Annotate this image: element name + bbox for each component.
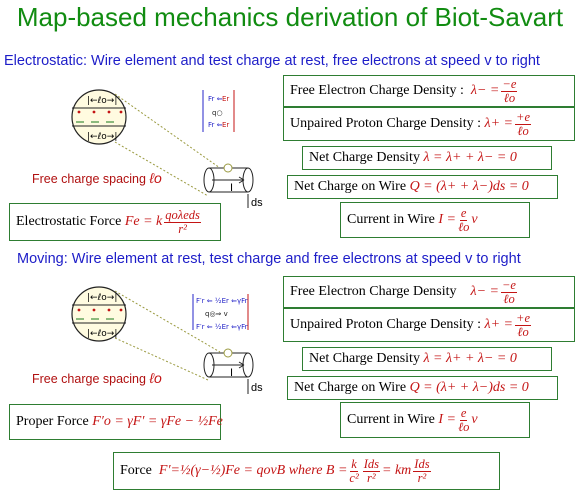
wire-current-label-2: I [230, 367, 234, 379]
svg-text:F′r ⇐ ½Er ⇐γFr: F′r ⇐ ½Er ⇐γFr [196, 297, 248, 305]
net-charge-box-1: Net Charge on Wire Q = (λ+ + λ−)ds = 0 [287, 175, 558, 199]
wire-current-label-1: I [230, 182, 234, 194]
spacing-label-1: Free charge spacing ℓo [32, 170, 162, 186]
svg-text:Er: Er [222, 121, 229, 129]
page-title: Map-based mechanics derivation of Biot-S… [16, 2, 564, 32]
svg-text:F′r ⇐ ½Er ⇐γFr: F′r ⇐ ½Er ⇐γFr [196, 323, 248, 331]
ds-label-1: ds [251, 197, 263, 209]
section1-heading: Electrostatic: Wire element and test cha… [4, 53, 540, 69]
proton-density-box-1: Unpaired Proton Charge Density : λ+ = +e… [283, 107, 575, 141]
section2-heading: Moving: Wire element at rest, test charg… [17, 251, 521, 267]
svg-text:|←ℓo→|: |←ℓo→| [87, 132, 117, 142]
svg-text:|←ℓo→|: |←ℓo→| [87, 329, 117, 339]
svg-text:|←ℓo→|: |←ℓo→| [87, 96, 117, 106]
spacing-label-2: Free charge spacing ℓo [32, 370, 162, 386]
svg-text:q◎⇒ v: q◎⇒ v [205, 310, 228, 318]
proton-density-box-2: Unpaired Proton Charge Density : λ+ = +e… [283, 308, 575, 342]
svg-text:|←ℓo→|: |←ℓo→| [87, 293, 117, 303]
svg-text:Fr ⇐: Fr ⇐ [208, 121, 223, 129]
svg-text:q○: q○ [212, 109, 223, 117]
net-charge-box-2: Net Charge on Wire Q = (λ+ + λ−)ds = 0 [287, 376, 558, 400]
svg-text:Er: Er [222, 95, 229, 103]
section1-diagram: |←ℓo→| |←ℓo→| Fr ⇐Er q○ Fr ⇐Er [71, 89, 254, 208]
section2-diagram: |←ℓo→| |←ℓo→| F′r ⇐ ½Er ⇐γFr q◎⇒ v F′r ⇐… [71, 286, 254, 394]
ds-label-2: ds [251, 382, 263, 394]
net-density-box-1: Net Charge Density λ = λ+ + λ− = 0 [302, 146, 552, 170]
net-density-box-2: Net Charge Density λ = λ+ + λ− = 0 [302, 347, 552, 371]
force-box-2: Proper Force F′o = γF′ = γFe − ½Fe [9, 404, 223, 440]
svg-text:Fr ⇐: Fr ⇐ [208, 95, 223, 103]
